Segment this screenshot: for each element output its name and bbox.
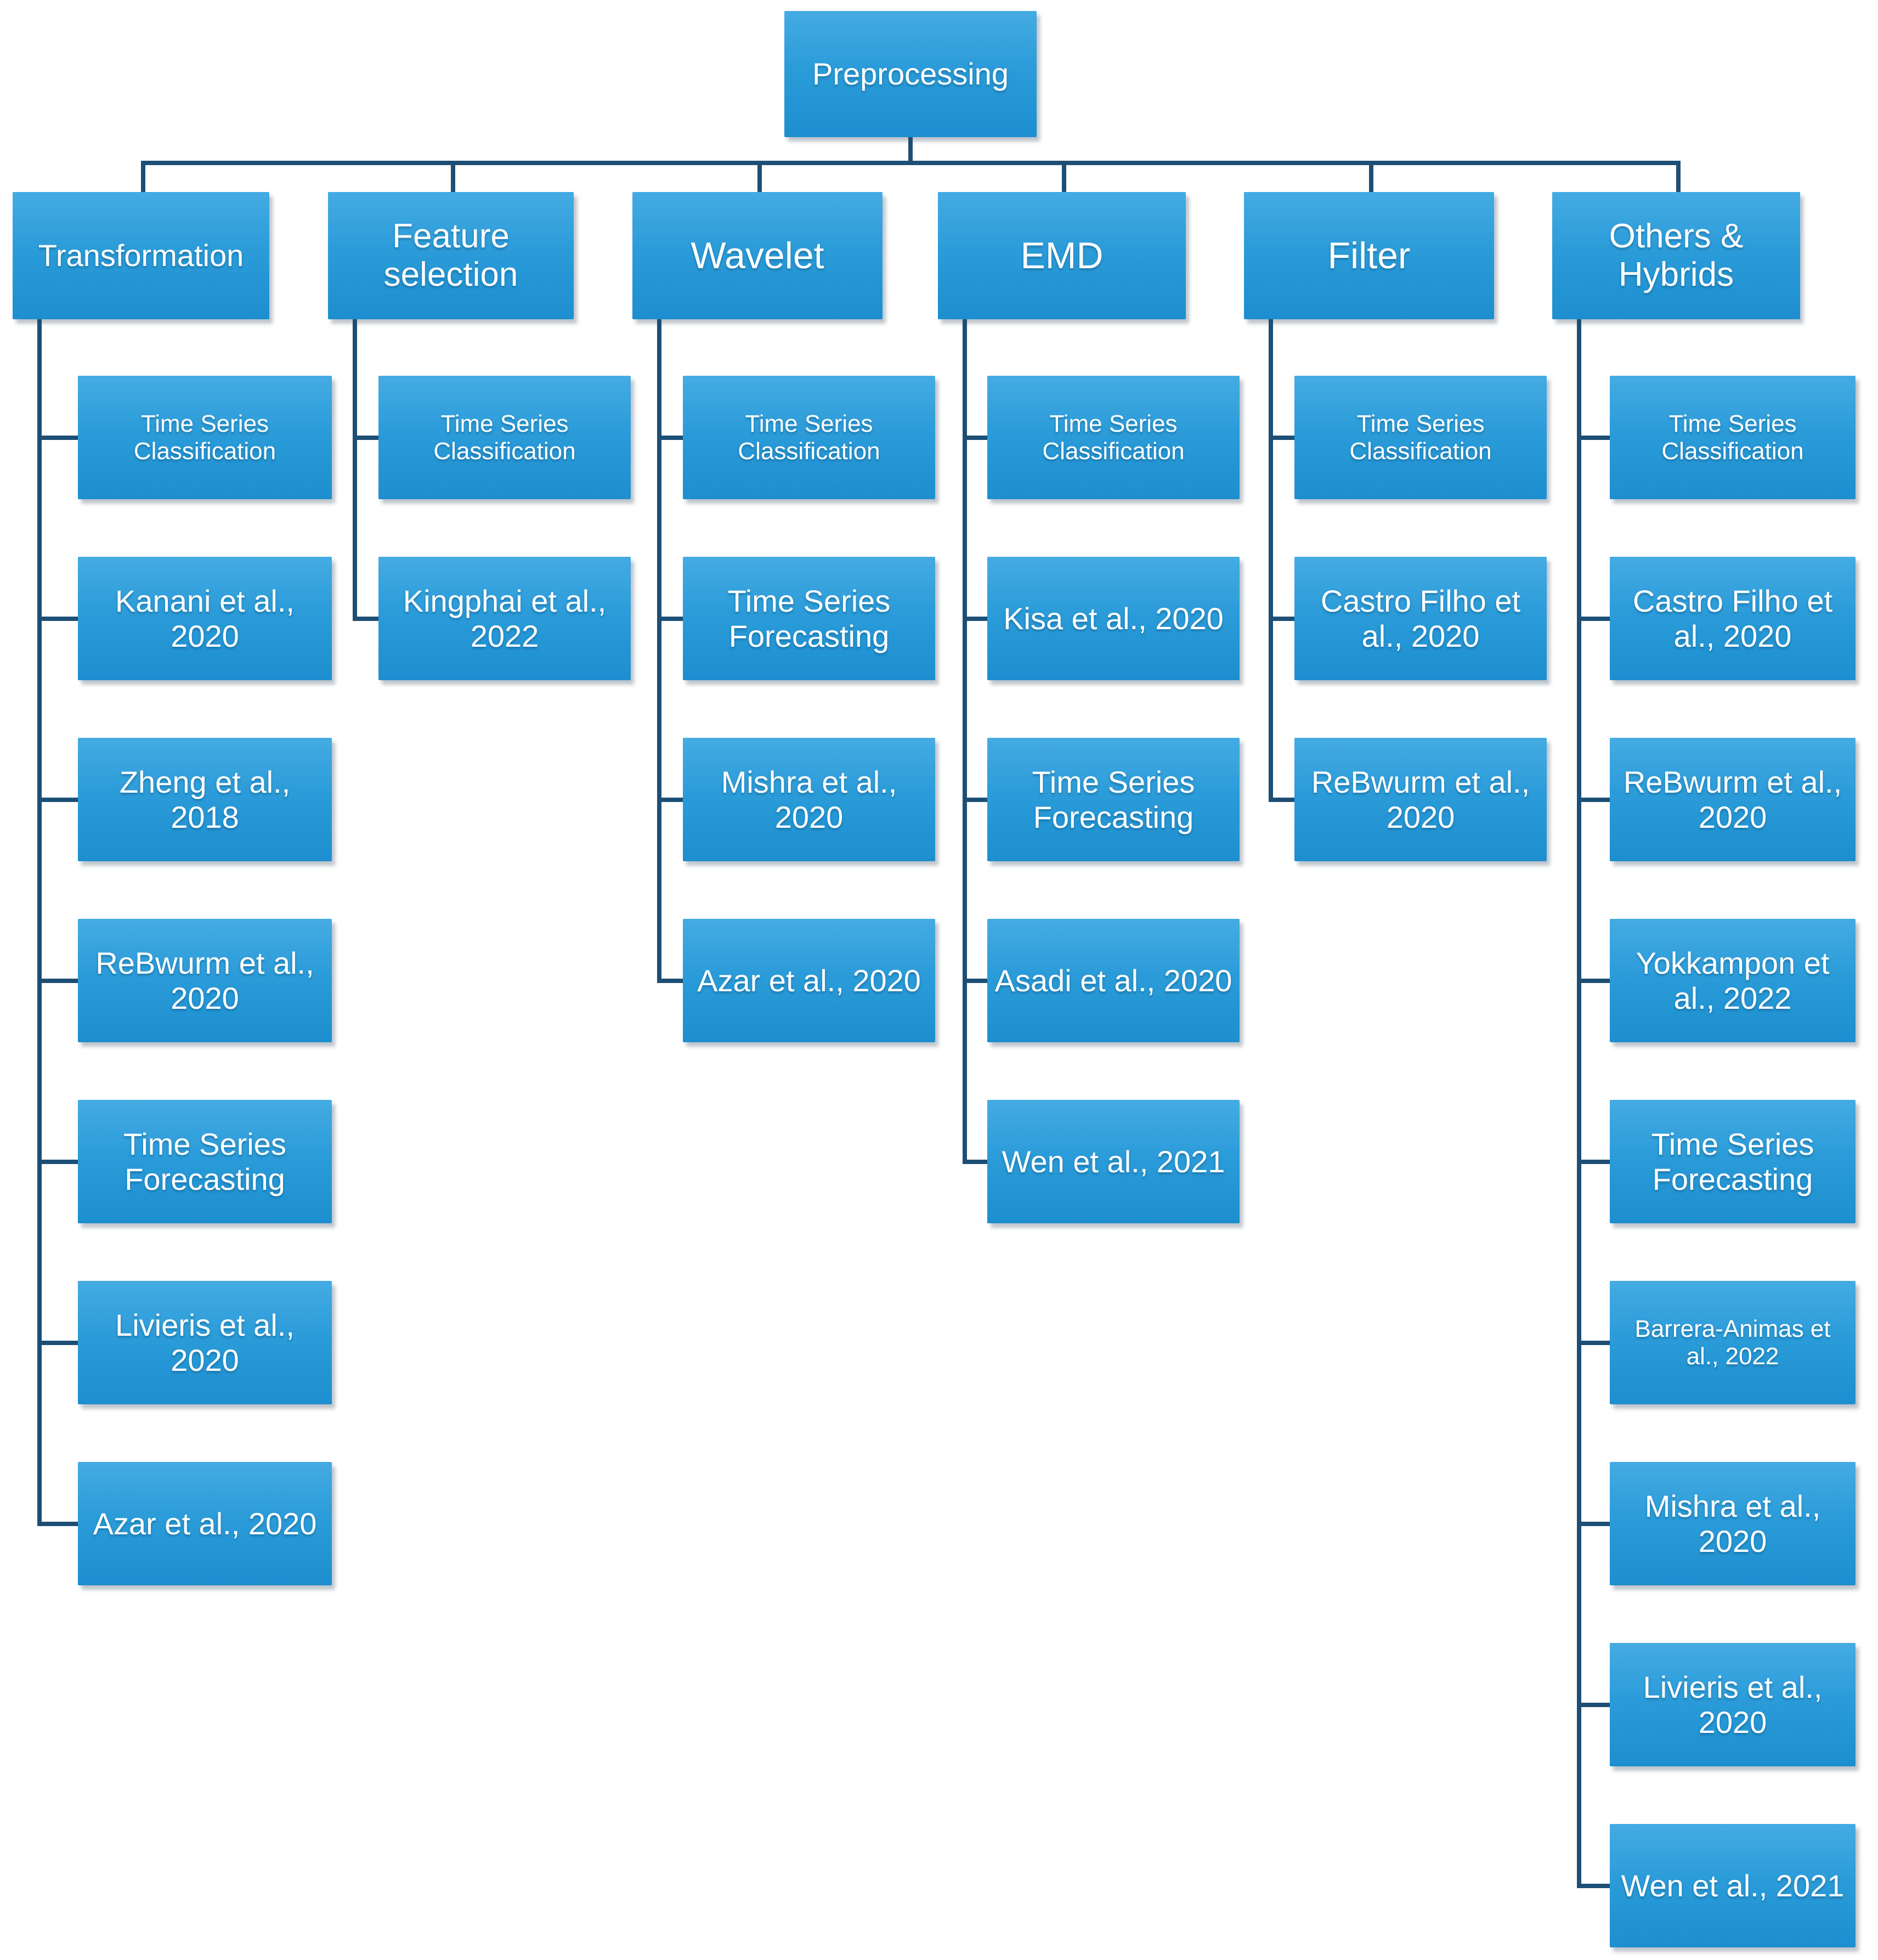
connector-drop-wavelet [757,161,762,192]
connector-stub [1577,1160,1610,1164]
leaf-box-wen-et-al-2021: Wen et al., 2021 [1610,1824,1856,1947]
connector-stub [37,798,78,802]
connector-stub [1577,979,1610,983]
connector-stub [1269,436,1294,440]
leaf-box-zheng-et-al-2018: Zheng et al., 2018 [78,738,332,861]
leaf-box-rebwurm-et-al-2020: ReBwurm et al., 2020 [78,919,332,1042]
category-box-filter: Filter [1244,192,1494,319]
leaf-box-barrera-animas-et-al-2022: Barrera-Animas et al., 2022 [1610,1281,1856,1404]
leaf-box-rebwurm-et-al-2020: ReBwurm et al., 2020 [1610,738,1856,861]
leaf-box-time-series-forecasting: Time Series Forecasting [987,738,1240,861]
connector-stub [1269,798,1294,802]
connector-stub [1577,1884,1610,1888]
category-box-feature-selection: Feature selection [328,192,574,319]
connector-drop-others-hybrids [1676,161,1681,192]
connector-stub [1577,617,1610,621]
category-box-emd: EMD [938,192,1186,319]
connector-stub [1577,1522,1610,1526]
leaf-box-kingphai-et-al-2022: Kingphai et al., 2022 [378,557,631,680]
leaf-box-time-series-forecasting: Time Series Forecasting [78,1100,332,1223]
leaf-box-castro-filho-et-al-2020: Castro Filho et al., 2020 [1610,557,1856,680]
leaf-box-time-series-classification: Time Series Classification [1294,376,1547,499]
connector-stub [1577,1703,1610,1707]
connector-stub [1269,617,1294,621]
category-box-others-hybrids: Others & Hybrids [1552,192,1800,319]
connector-stub [657,436,683,440]
connector-drop-transformation [141,161,145,192]
leaf-box-yokkampon-et-al-2022: Yokkampon et al., 2022 [1610,919,1856,1042]
leaf-box-castro-filho-et-al-2020: Castro Filho et al., 2020 [1294,557,1547,680]
connector-stub [657,979,683,983]
connector-stub [37,1522,78,1526]
leaf-box-kanani-et-al-2020: Kanani et al., 2020 [78,557,332,680]
connector-spine-filter [1269,319,1273,802]
connector-stub [37,436,78,440]
category-box-wavelet: Wavelet [632,192,883,319]
leaf-box-mishra-et-al-2020: Mishra et al., 2020 [1610,1462,1856,1585]
leaf-box-time-series-forecasting: Time Series Forecasting [1610,1100,1856,1223]
connector-stub [1577,1341,1610,1345]
leaf-box-livieris-et-al-2020: Livieris et al., 2020 [78,1281,332,1404]
connector-drop-filter [1369,161,1373,192]
connector-stub [963,798,987,802]
leaf-box-time-series-classification: Time Series Classification [683,376,935,499]
leaf-box-time-series-classification: Time Series Classification [78,376,332,499]
connector-stub [37,617,78,621]
category-box-transformation: Transformation [13,192,269,319]
connector-stub [37,1341,78,1345]
leaf-box-asadi-et-al-2020: Asadi et al., 2020 [987,919,1240,1042]
connector-stub [963,1160,987,1164]
leaf-box-livieris-et-al-2020: Livieris et al., 2020 [1610,1643,1856,1766]
connector-drop-emd [1062,161,1066,192]
connector-stub [657,798,683,802]
leaf-box-azar-et-al-2020: Azar et al., 2020 [78,1462,332,1585]
connector-stub [37,979,78,983]
connector-stub [353,436,378,440]
connector-stub [1577,436,1610,440]
leaf-box-time-series-classification: Time Series Classification [1610,376,1856,499]
connector-spine-wavelet [657,319,661,983]
connector-stub [1577,798,1610,802]
node-preprocessing: Preprocessing [784,11,1037,137]
connector-spine-feature-selection [353,319,357,621]
leaf-box-wen-et-al-2021: Wen et al., 2021 [987,1100,1240,1223]
connector-stub [963,617,987,621]
connector-root-drop [908,137,913,165]
leaf-box-azar-et-al-2020: Azar et al., 2020 [683,919,935,1042]
leaf-box-rebwurm-et-al-2020: ReBwurm et al., 2020 [1294,738,1547,861]
connector-spine-others-hybrids [1577,319,1581,1888]
connector-stub [963,436,987,440]
leaf-box-time-series-classification: Time Series Classification [378,376,631,499]
connector-stub [657,617,683,621]
connector-spine-emd [963,319,967,1164]
leaf-box-kisa-et-al-2020: Kisa et al., 2020 [987,557,1240,680]
leaf-box-mishra-et-al-2020: Mishra et al., 2020 [683,738,935,861]
connector-spine-transformation [37,319,42,1526]
connector-drop-feature-selection [451,161,455,192]
connector-stub [963,979,987,983]
leaf-box-time-series-forecasting: Time Series Forecasting [683,557,935,680]
connector-stub [353,617,378,621]
leaf-box-time-series-classification: Time Series Classification [987,376,1240,499]
connector-stub [37,1160,78,1164]
